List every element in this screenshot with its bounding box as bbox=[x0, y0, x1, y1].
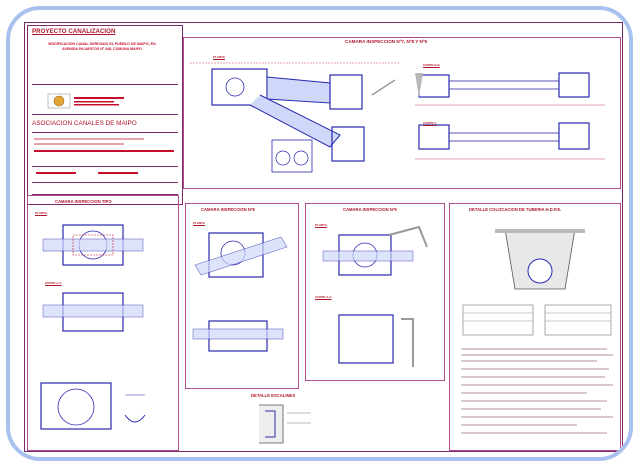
camara-tipo-title: CAMARA INSPECCION TIPO bbox=[55, 199, 112, 204]
corte-a-label: CORTE A-A bbox=[315, 295, 332, 299]
project-description: MODIFICACION CANAL DERIVADO EL PUEBLO DE… bbox=[48, 42, 156, 51]
title-block: PROYECTO CANALIZACION MODIFICACION CANAL… bbox=[27, 25, 183, 205]
camara-n8-drawing bbox=[192, 232, 288, 352]
camara-n9-drawing bbox=[322, 225, 428, 367]
logo-icon bbox=[47, 93, 124, 109]
camara-n7-title: CAMARA INSPECCION Nº7, Nº8 Y Nº9 bbox=[345, 39, 428, 44]
divider bbox=[32, 84, 178, 85]
document-frame: PROYECTO CANALIZACION MODIFICACION CANAL… bbox=[6, 6, 633, 461]
drawing-sheet: PROYECTO CANALIZACION MODIFICACION CANAL… bbox=[24, 22, 623, 452]
text-line bbox=[34, 138, 144, 140]
planta-label: PLANTA bbox=[213, 55, 225, 59]
detalle-tuberia-panel bbox=[449, 203, 621, 451]
camara-tipo-drawing bbox=[40, 224, 146, 430]
camara-n8-title: CAMARA INSPECCION Nº8 bbox=[201, 207, 255, 212]
trench-drawing bbox=[495, 228, 585, 290]
corte-drawing bbox=[415, 72, 605, 160]
planta-label: PLANTA bbox=[35, 211, 47, 215]
divider bbox=[32, 114, 178, 115]
text-line bbox=[98, 172, 138, 174]
notes-text-block bbox=[461, 304, 613, 434]
project-title: PROYECTO CANALIZACION bbox=[32, 28, 116, 35]
camara-n9-title: CAMARA INSPECCION Nº9 bbox=[343, 207, 397, 212]
divider bbox=[32, 132, 178, 133]
planta-label: PLANTA bbox=[315, 223, 327, 227]
camara-n8-panel bbox=[185, 203, 299, 389]
divider bbox=[32, 166, 178, 167]
escalines-panel bbox=[253, 393, 315, 449]
corte-c-label: CORTE C bbox=[423, 121, 437, 125]
detalle-tuberia-title: DETALLE COLOCACION DE TUBERIA H.D.P.E. bbox=[469, 207, 562, 212]
camara-tipo-panel bbox=[27, 195, 179, 451]
escalines-drawing bbox=[259, 404, 311, 444]
camara-n9-panel bbox=[305, 203, 445, 381]
text-line bbox=[36, 172, 76, 174]
association-name: ASOCIACION CANALES DE MAIPO bbox=[32, 120, 137, 127]
text-line bbox=[34, 143, 124, 145]
text-line bbox=[34, 150, 174, 152]
camara-plan-drawing bbox=[190, 62, 400, 173]
divider bbox=[32, 182, 178, 183]
corte-b-label: CORTE B-B bbox=[423, 63, 440, 67]
escalines-title: DETALLE ESCALINES bbox=[251, 393, 296, 398]
corte-a-label: CORTE A-A bbox=[45, 281, 62, 285]
camara-n7-panel bbox=[183, 37, 621, 189]
planta-label: PLANTA bbox=[193, 221, 205, 225]
divider bbox=[32, 194, 178, 195]
